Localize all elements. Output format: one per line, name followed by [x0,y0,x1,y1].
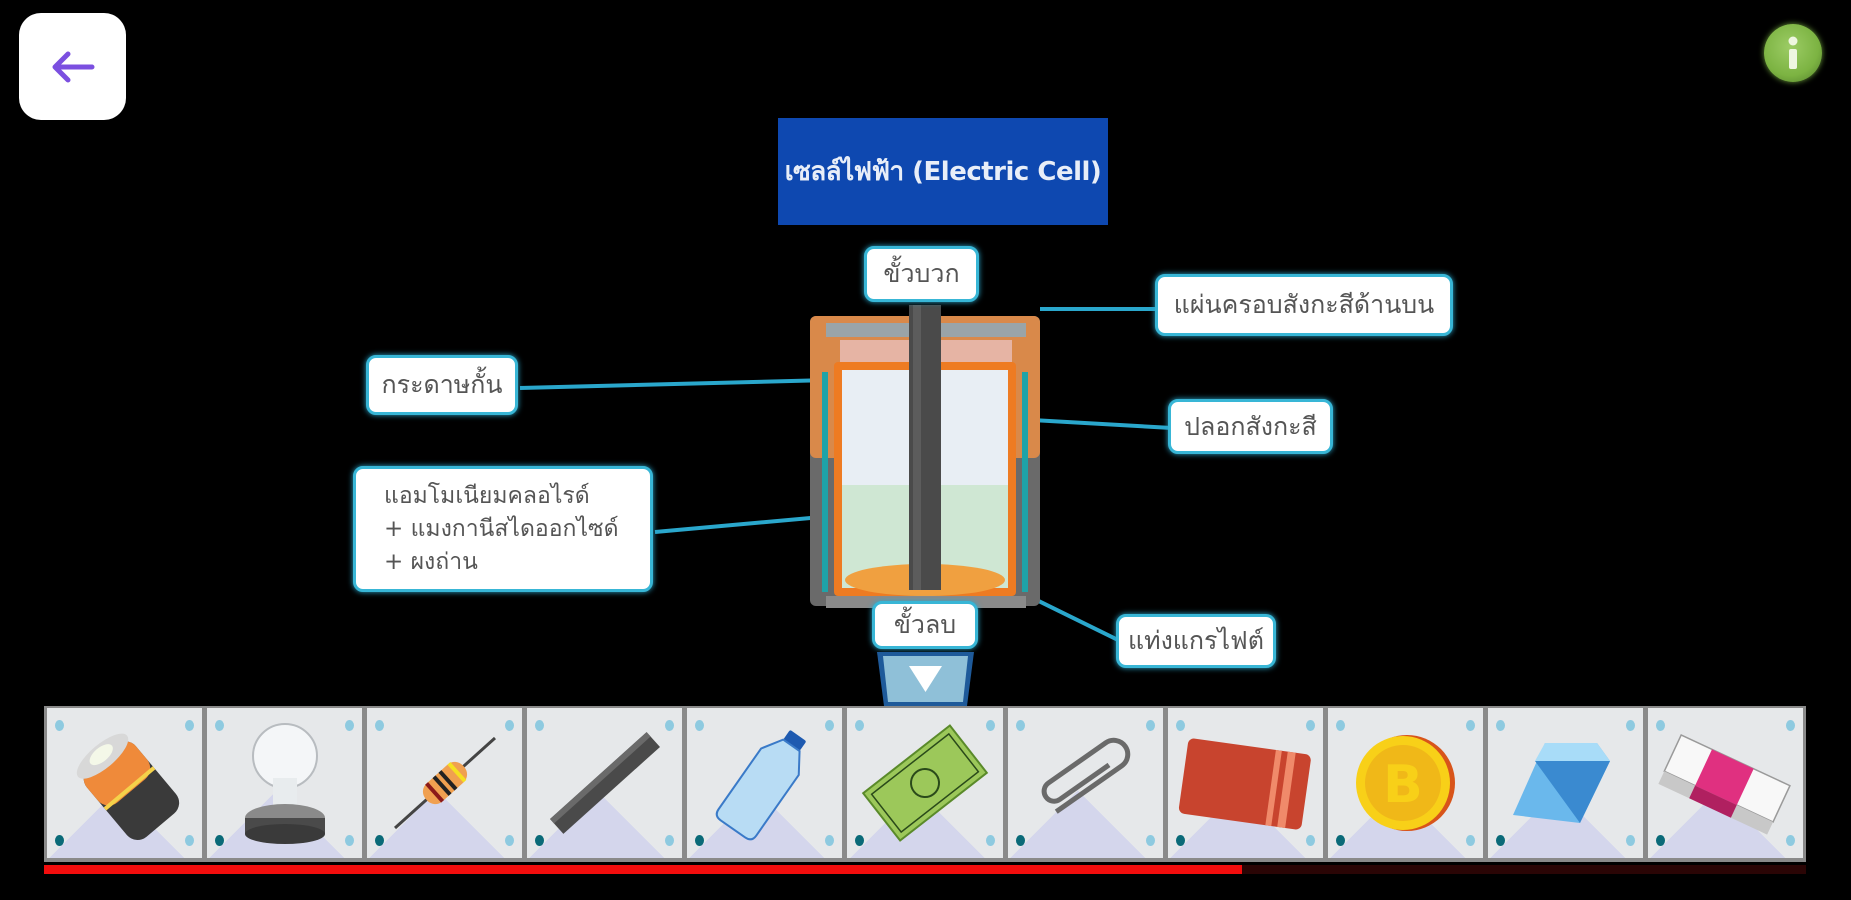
connector-zinc-casing [1031,418,1173,430]
triangle-down-icon [909,666,942,692]
page-title: เซลล์ไฟฟ้า (Electric Cell) [778,118,1108,225]
card-icon [1179,738,1311,830]
light-bulb-icon [244,723,325,844]
electrolyte-line-1: แอมโมเนียมคลอไรด์ [384,482,590,509]
label-carbon-rod: แท่งแกรไฟต์ [1116,614,1276,668]
item-toolbar: B [44,706,1806,862]
diamond-icon [1513,743,1611,823]
banknote-icon [861,724,989,842]
toolbar-item-resistor[interactable] [367,708,523,858]
label-separator-paper: กระดาษกั้น [366,355,518,415]
toolbar-item-banknote[interactable] [847,708,1003,858]
eraser-icon [1658,733,1792,835]
label-electrolyte: แอมโมเนียมคลอไรด์ + แมงกานีสไดออกไซด์ + … [353,466,653,592]
toolbar-item-battery[interactable] [47,708,203,858]
toolbar-item-coin[interactable]: B [1327,708,1483,858]
coin-icon: B [1356,735,1456,831]
back-button[interactable] [19,13,126,120]
info-icon [1788,36,1798,69]
cell-body [810,305,1040,608]
toolbar-item-card[interactable] [1167,708,1323,858]
progress-bar [44,865,1806,874]
plastic-bottle-icon [715,730,806,841]
arrow-left-icon [52,51,94,82]
toolbar-item-light-bulb[interactable] [207,708,363,858]
toolbar-item-paper-clip[interactable] [1007,708,1163,858]
toolbar-item-eraser[interactable] [1647,708,1804,858]
graphite-rod-icon [549,732,660,834]
label-zinc-top-plate: แผ่นครอบสังกะสีด้านบน [1155,274,1453,336]
electrolyte-line-3: + ผงถ่าน [384,548,478,575]
resistor-icon [393,736,496,830]
electrolyte-line-2: + แมงกานีสไดออกไซด์ [384,515,619,542]
label-negative-terminal: ขั้วลบ [872,601,978,649]
connector-separator-paper [519,378,831,390]
collapse-toolbar-button[interactable] [875,650,976,708]
progress-bar-fill [44,865,1243,874]
toolbar-item-plastic-bottle[interactable] [687,708,843,858]
toolbar-item-diamond[interactable] [1487,708,1643,858]
label-zinc-casing: ปลอกสังกะสี [1168,399,1333,454]
svg-text:B: B [1383,755,1423,815]
battery-icon [76,733,179,840]
info-button[interactable] [1764,24,1822,82]
paper-clip-icon [1041,737,1131,814]
toolbar-item-graphite-rod[interactable] [527,708,683,858]
label-positive-terminal: ขั้วบวก [864,246,979,302]
